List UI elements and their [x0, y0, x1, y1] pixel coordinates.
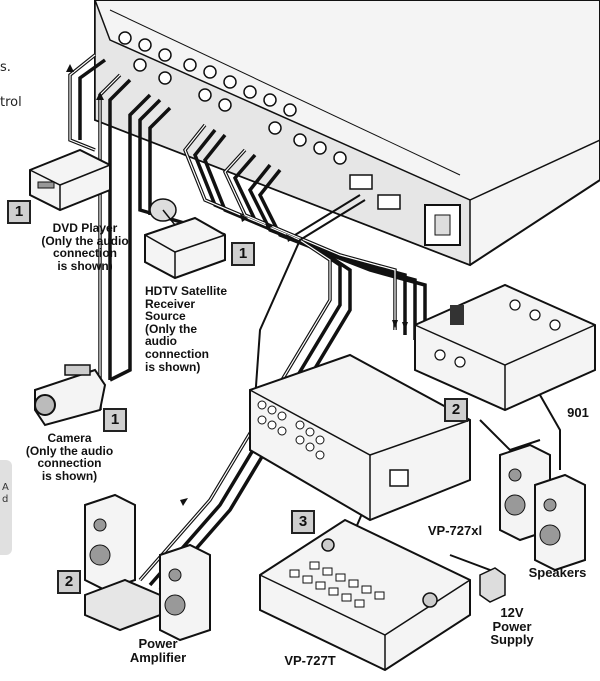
side-note-1: A	[2, 482, 9, 493]
dvd-step-badge: 1	[7, 200, 31, 224]
speakers	[499, 443, 586, 572]
dvd-player	[29, 148, 111, 212]
unit-901	[414, 283, 596, 412]
amp-step-badge: 2	[57, 570, 81, 594]
power-amplifier	[84, 493, 211, 642]
camcorder	[34, 364, 107, 427]
vp-727xl-label: VP-727xl	[427, 523, 483, 538]
dvd-label: DVD Player (Only the audio connection is…	[41, 221, 129, 273]
speakers-label: Speakers	[528, 565, 587, 580]
vp-727t-step-badge: 3	[291, 510, 315, 534]
vp-727t-label: VP-727T	[284, 653, 336, 668]
margin-note-2: trol	[0, 95, 22, 110]
side-note-2: d	[2, 494, 9, 505]
main-switcher	[94, 0, 600, 267]
power-supply	[479, 567, 506, 603]
hdtv-step-badge: 1	[231, 242, 255, 266]
margin-note-1: s.	[0, 60, 11, 75]
hdtv-label: HDTV Satellite Receiver Source (Only the…	[145, 284, 228, 374]
side-tab	[0, 460, 12, 555]
vp-727xl	[249, 353, 471, 522]
hdtv-receiver	[144, 198, 226, 280]
amp-label: Power Amplifier	[129, 636, 187, 665]
power-supply-label: 12V Power Supply	[490, 605, 534, 648]
camera-label: Camera (Only the audio connection is sho…	[25, 431, 114, 483]
unit-901-step-badge: 2	[444, 398, 468, 422]
vp-727t	[259, 518, 471, 672]
unit-901-label: 901	[567, 405, 589, 420]
camera-step-badge: 1	[103, 408, 127, 432]
